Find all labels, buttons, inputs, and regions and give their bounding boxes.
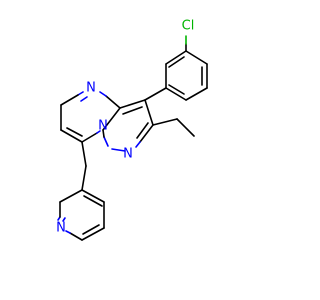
bond bbox=[80, 96, 88, 102]
bond bbox=[102, 129, 105, 138]
bond bbox=[165, 50, 187, 65]
bond bbox=[60, 129, 83, 143]
bond bbox=[96, 130, 101, 134]
bond bbox=[83, 195, 103, 207]
bond bbox=[122, 106, 143, 115]
pyrazole-n-label: N bbox=[123, 147, 133, 162]
bond bbox=[176, 118, 195, 137]
bond bbox=[81, 165, 87, 191]
bond bbox=[136, 122, 149, 139]
bond bbox=[81, 189, 105, 203]
pyrazole-ring bbox=[102, 99, 154, 152]
bond bbox=[81, 141, 87, 167]
bond bbox=[135, 141, 141, 148]
bond bbox=[152, 118, 178, 126]
bond bbox=[81, 227, 105, 241]
bond bbox=[165, 87, 187, 101]
bridgehead-n-label: N bbox=[98, 119, 108, 134]
bond bbox=[99, 91, 107, 97]
chlorophenyl-ring bbox=[165, 50, 208, 101]
bond bbox=[65, 230, 71, 234]
bond bbox=[69, 232, 83, 241]
chlorine-label: Cl bbox=[182, 19, 195, 34]
bond bbox=[144, 99, 154, 126]
bond bbox=[168, 56, 185, 68]
pyridine-ring bbox=[57, 189, 105, 241]
bond bbox=[82, 224, 100, 235]
bond bbox=[111, 148, 126, 152]
bond bbox=[60, 94, 79, 106]
bond bbox=[185, 87, 208, 101]
bond bbox=[77, 91, 84, 96]
pyrimidine-ring bbox=[60, 91, 121, 143]
bond bbox=[102, 107, 121, 131]
bond bbox=[105, 95, 121, 109]
pyridine-n-label: N bbox=[56, 221, 66, 236]
bond bbox=[103, 136, 109, 147]
chemical-structure-diagram: Cl N N N N bbox=[56, 19, 208, 241]
bond bbox=[62, 217, 66, 222]
bond bbox=[139, 124, 154, 143]
pyrimidine-n-label: N bbox=[86, 81, 96, 96]
bond bbox=[168, 84, 185, 95]
bond bbox=[66, 127, 83, 137]
bond bbox=[185, 50, 208, 65]
bond bbox=[144, 87, 167, 101]
bond bbox=[59, 189, 83, 203]
bond bbox=[119, 99, 146, 109]
bond bbox=[81, 132, 98, 143]
